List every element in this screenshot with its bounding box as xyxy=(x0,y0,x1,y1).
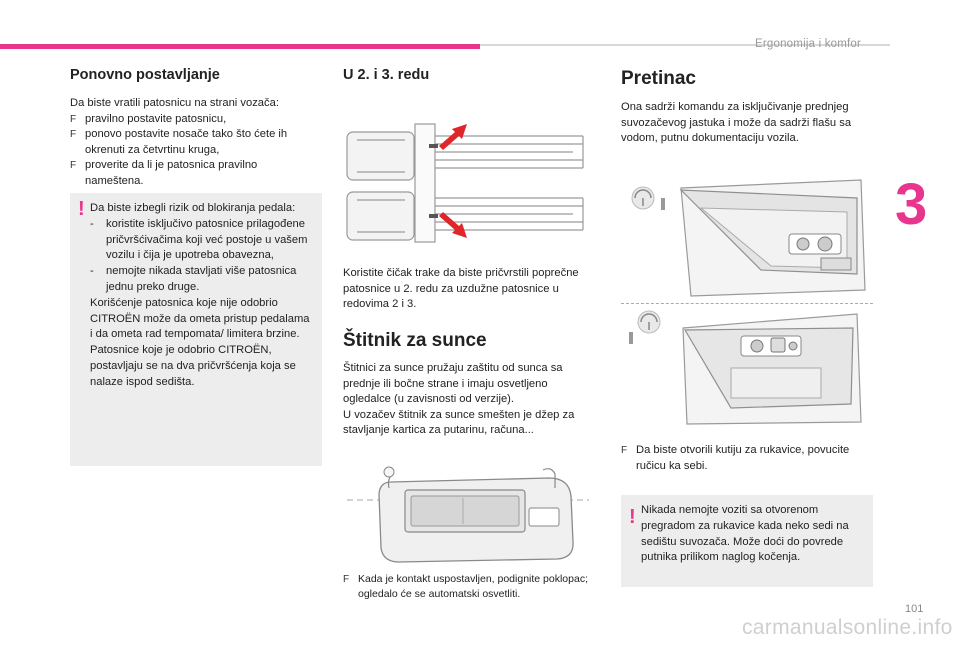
section-title-sun-visor: Štitnik za sunce xyxy=(343,330,487,351)
bullet-icon: F xyxy=(70,113,77,125)
glovebox-illustration-detail xyxy=(629,310,862,425)
warning-icon: ! xyxy=(629,506,636,528)
page-number: 101 xyxy=(905,603,924,615)
section-title-glovebox: Pretinac xyxy=(621,68,696,89)
watermark: carmanualsonline.info xyxy=(742,616,953,639)
warning-box-glovebox: ! Nikada nemojte voziti sa otvorenom pre… xyxy=(621,495,873,587)
header-rule xyxy=(480,44,890,46)
floor-mats-illustration xyxy=(346,123,584,243)
reinstall-text: Da biste vratili patosnicu na strani voz… xyxy=(70,96,318,189)
reinstall-intro: Da biste vratili patosnicu na strani voz… xyxy=(70,97,279,109)
glovebox-illustration-open xyxy=(631,179,866,297)
chapter-number: 3 xyxy=(895,172,928,237)
list-item: -koristite isključivo patosnice prilagođ… xyxy=(90,217,308,262)
bullet-icon: F xyxy=(70,129,77,140)
list-item: -nemojte nikada stavljati više patosnica… xyxy=(90,265,297,293)
rows-text: Koristite čičak trake da biste pričvrsti… xyxy=(343,267,579,310)
sun-visor-illustration xyxy=(347,466,589,563)
section-title-rows: U 2. i 3. redu xyxy=(343,67,430,83)
figure-divider xyxy=(621,303,873,304)
section-header: Ergonomija i komfor xyxy=(755,38,862,50)
header-accent-bar xyxy=(0,44,480,49)
warning-box-pedals: ! Da biste izbegli rizik od blokiranja p… xyxy=(70,193,322,466)
warning-icon: ! xyxy=(78,198,85,220)
glovebox-text: Ona sadrži komandu za isključivanje pred… xyxy=(621,101,852,144)
warning-text: Da biste izbegli rizik od blokiranja ped… xyxy=(90,201,314,391)
warning-text: Nikada nemojte voziti sa otvorenom pregr… xyxy=(641,504,849,564)
bullet-icon: F xyxy=(621,445,628,456)
bullet-icon: F xyxy=(70,160,77,171)
section-title-reinstall: Ponovno postavljanje xyxy=(70,67,220,83)
sun-visor-text: Štitnici za sunce pružaju zaštitu od sun… xyxy=(343,362,575,436)
bullet-icon: F xyxy=(343,574,350,585)
